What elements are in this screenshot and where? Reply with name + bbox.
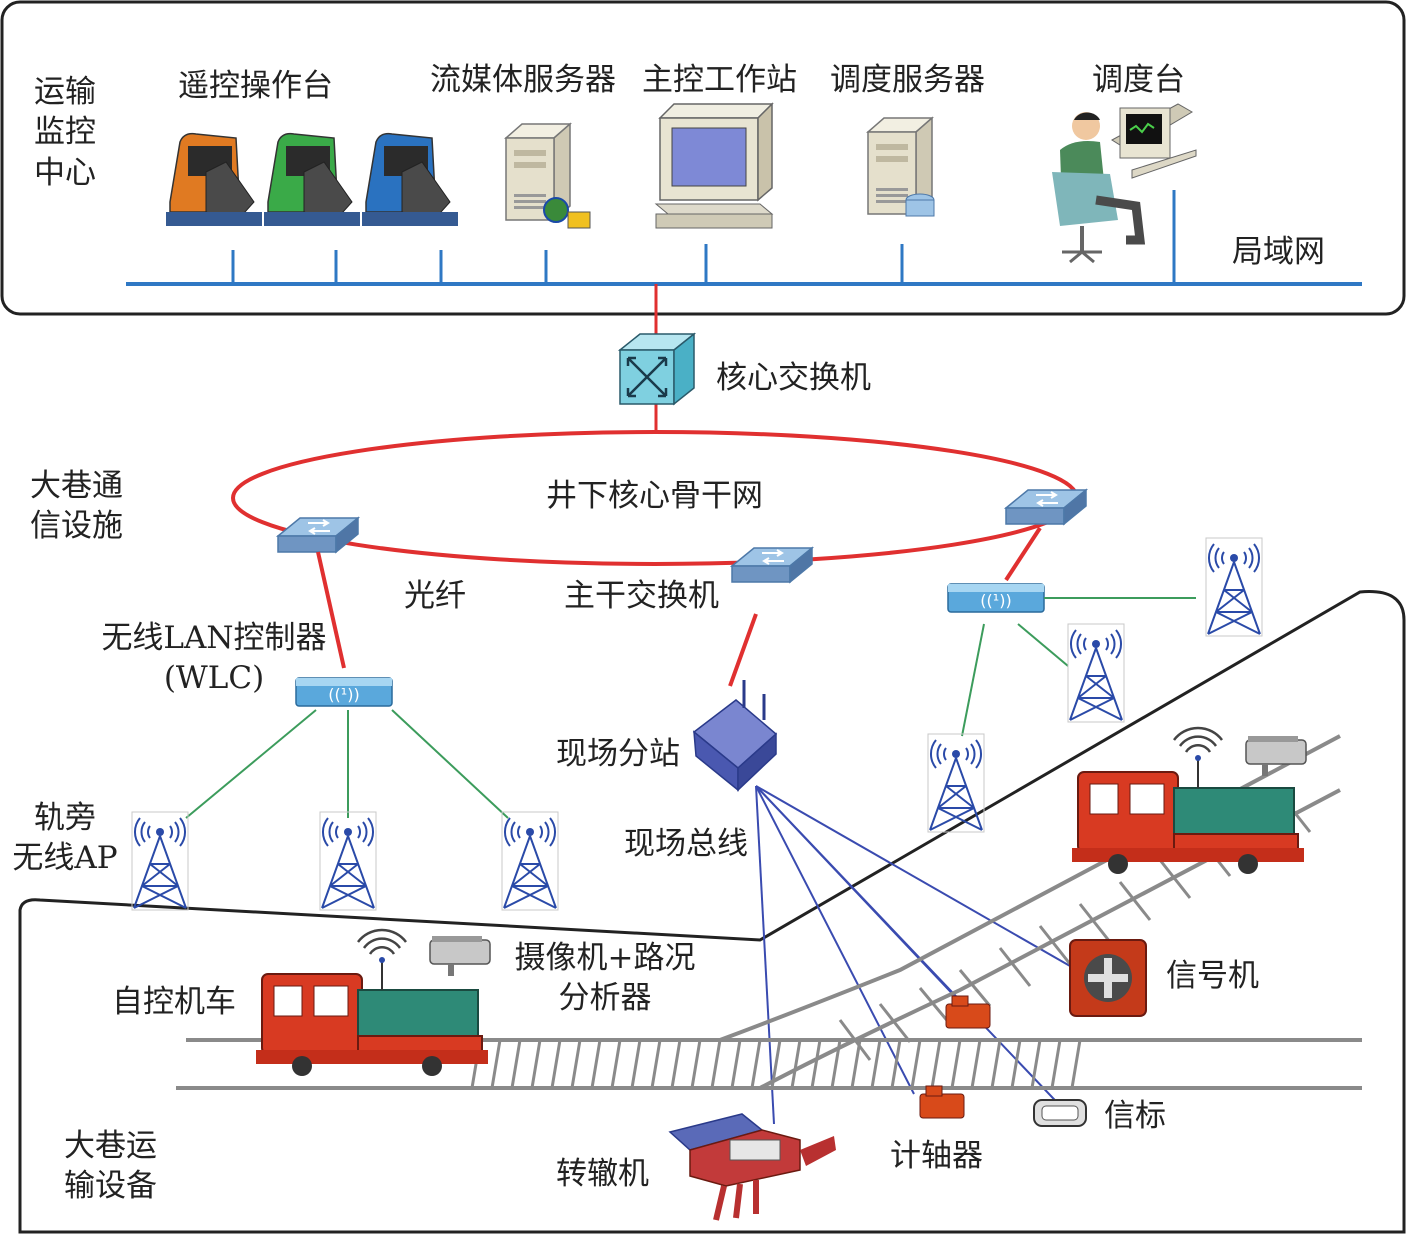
transport-section-title: 大巷运 输设备 [64, 1126, 174, 1207]
lan-label: 局域网 [1232, 234, 1325, 270]
monitoring-center-title-line: 中心 [34, 154, 96, 191]
camera-icon [429, 936, 491, 976]
camera-label-line: 分析器 [558, 980, 652, 1017]
camera-label-line: 摄像机+路况 [514, 940, 696, 976]
globe-icon [543, 197, 569, 223]
main-workstation-label: 主控工作站 [642, 62, 797, 98]
switch-machine-label: 转辙机 [556, 1156, 649, 1192]
field-station-icon [692, 680, 778, 792]
signal-label: 信号机 [1166, 958, 1259, 994]
trackside-ap-icon [319, 811, 377, 911]
trackside-ap-icon [131, 811, 189, 911]
trackside-ap-icon [927, 733, 985, 833]
workstation-icon [654, 102, 774, 229]
auto-locomotive-label: 自控机车 [112, 984, 236, 1020]
wlc-label-line: 无线LAN控制器 [101, 620, 327, 656]
trackside-ap-icon [1067, 623, 1125, 723]
trackside-ap-icon [501, 811, 559, 911]
transport-section-title-line: 大巷运 [64, 1128, 157, 1164]
comm-section-title: 大巷通 信设施 [30, 466, 140, 547]
comm-section-title-line: 信设施 [30, 508, 123, 545]
wlc-label-line: (WLC) [163, 660, 265, 697]
fiber-label: 光纤 [404, 578, 466, 614]
field-station-label: 现场分站 [556, 736, 680, 772]
trackside-ap-label-line: 无线AP [12, 840, 118, 877]
fiber-links [316, 526, 1042, 687]
dispatch-server-label: 调度服务器 [830, 62, 985, 98]
ring-switch-left-icon [277, 517, 359, 553]
axle-counter-label: 计轴器 [890, 1138, 983, 1174]
transport-equipment-frame [18, 590, 1406, 1234]
trackside-ap-icon [1205, 537, 1263, 637]
axle-counter-icon [919, 1085, 965, 1119]
field-bus-label: 现场总线 [624, 826, 748, 862]
backbone-label: 井下核心骨干网 [546, 478, 763, 514]
beacon-icon [1033, 1099, 1087, 1127]
trackside-ap-label: 轨旁 无线AP [10, 798, 120, 879]
camera-upper-icon [1245, 736, 1307, 776]
wireless-links [185, 597, 1196, 819]
trunk-switch-label: 主干交换机 [564, 578, 719, 614]
core-switch-icon [617, 332, 697, 406]
monitoring-center-title-line: 监控 [34, 114, 96, 151]
dispatch-desk-label: 调度台 [1092, 62, 1185, 98]
lan-drops [231, 190, 1176, 284]
comm-section-title-line: 大巷通 [30, 468, 123, 504]
trackside-ap-label-line: 轨旁 [34, 800, 96, 836]
media-server-label: 流媒体服务器 [430, 62, 616, 98]
monitoring-center-title: 运输 监控 中心 [34, 72, 114, 193]
core-switch-label: 核心交换机 [716, 360, 871, 396]
beacon-label: 信标 [1104, 1098, 1166, 1134]
monitoring-center-title-line: 运输 [34, 74, 96, 110]
wlc-right-icon [947, 583, 1045, 613]
folder-icon [567, 211, 591, 229]
remote-console-label: 遥控操作台 [178, 68, 333, 104]
axle-counter-icon [945, 995, 991, 1029]
switch-machine-icon [668, 1113, 836, 1221]
camera-label: 摄像机+路况 分析器 [510, 938, 700, 1019]
transport-section-title-line: 输设备 [64, 1168, 157, 1205]
dispatch-operator-icon [1052, 103, 1197, 264]
ring-switch-right-icon [1005, 489, 1087, 525]
trunk-switch-icon [731, 547, 813, 583]
signal-icon [1069, 939, 1147, 1017]
wlc-label: 无线LAN控制器 (WLC) [84, 618, 344, 699]
